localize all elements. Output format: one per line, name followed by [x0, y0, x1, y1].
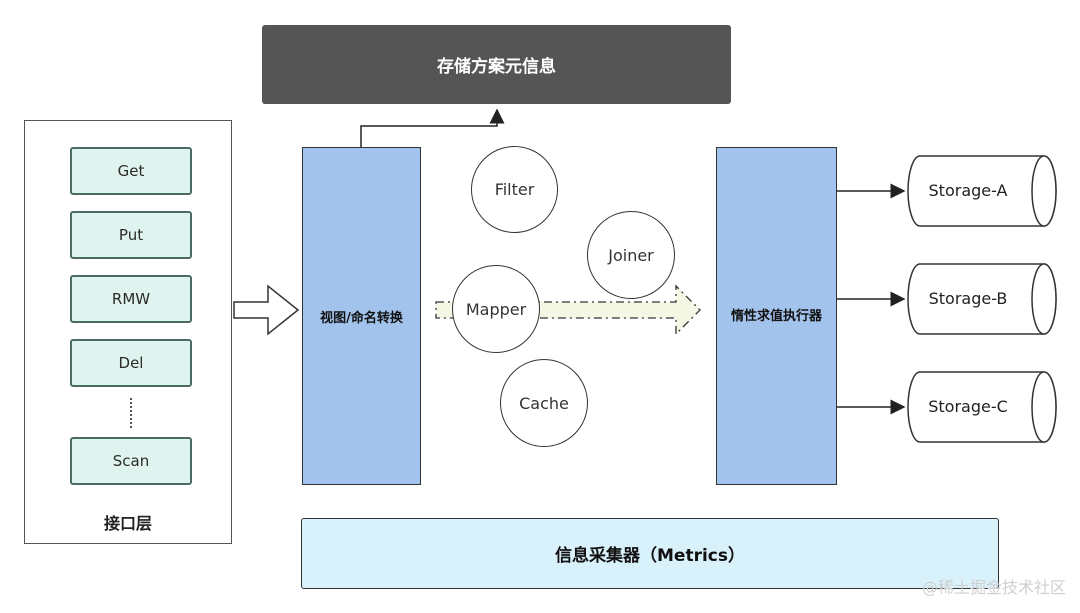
storage-metadata-box: 存储方案元信息 [262, 25, 731, 104]
cache-node: Cache [500, 359, 588, 447]
mapper-node: Mapper [452, 265, 540, 353]
interface-layer-label: 接口层 [103, 514, 152, 533]
storage-c-label: Storage-C [928, 397, 1008, 416]
op-put-box: Put [70, 211, 192, 259]
storage-c-cylinder [907, 371, 1057, 443]
storage-b-cylinder [907, 263, 1057, 335]
op-rmw-box: RMW [70, 275, 192, 323]
view-naming-converter-box: 视图/命名转换 [302, 147, 421, 485]
storage-a-label: Storage-A [928, 181, 1008, 200]
lazy-evaluation-executor-box: 惰性求值执行器 [716, 147, 837, 485]
joiner-node: Joiner [587, 211, 675, 299]
op-del-box: Del [70, 339, 192, 387]
interface-to-view-arrow [233, 284, 300, 336]
processing-flow-arrow [435, 284, 701, 336]
ellipsis-divider [130, 398, 132, 428]
op-get-box: Get [70, 147, 192, 195]
op-scan-box: Scan [70, 437, 192, 485]
metrics-collector-box: 信息采集器（Metrics） [301, 518, 999, 589]
filter-node: Filter [471, 146, 558, 233]
storage-a-cylinder [907, 155, 1057, 227]
view-to-metadata-connector [360, 108, 505, 147]
storage-b-label: Storage-B [928, 289, 1008, 308]
watermark: @稀土掘金技术社区 [921, 578, 1066, 597]
